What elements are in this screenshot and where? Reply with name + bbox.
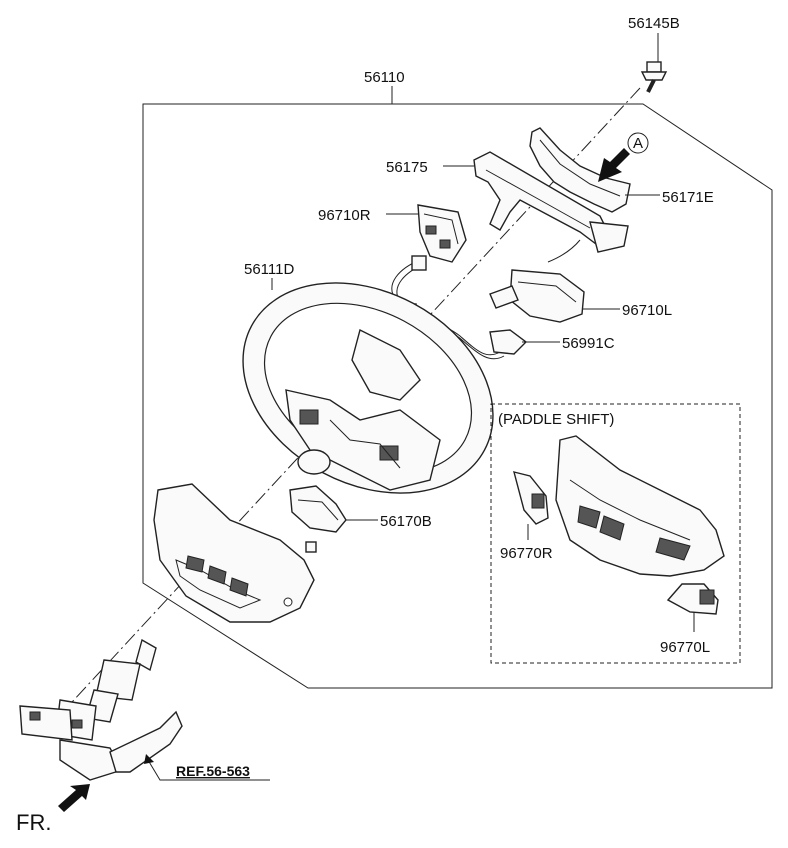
bracket-56170b <box>289 485 347 553</box>
label-56145b: 56145B <box>628 15 680 32</box>
assembly-frame <box>142 103 773 689</box>
ref-arrow-icon <box>144 754 154 764</box>
label-56171e: 56171E <box>662 189 714 206</box>
label-56111d: 56111D <box>244 261 294 278</box>
label-56991c: 56991C <box>562 335 615 352</box>
switch-96710l <box>489 269 585 323</box>
label-56175: 56175 <box>386 159 428 176</box>
steering-wheel-56111d <box>242 282 494 494</box>
bracket-56175 <box>473 151 629 253</box>
steering-column <box>19 638 183 781</box>
paddle-96770r <box>513 471 549 525</box>
label-96770r: 96770R <box>500 545 553 562</box>
cover-56171e <box>529 127 631 213</box>
label-96710l: 96710L <box>622 302 672 319</box>
paddle-shift-cover <box>555 435 725 577</box>
label-96770l: 96770L <box>660 639 710 656</box>
paddle-shift-title: (PADDLE SHIFT) <box>498 411 614 428</box>
switch-96710r <box>417 204 467 263</box>
callout-a-letter: A <box>633 135 643 152</box>
connector-56991c <box>489 329 528 355</box>
paddle-shift-box <box>490 403 741 664</box>
bolt-56145b <box>640 61 668 93</box>
front-arrow-icon <box>58 784 90 812</box>
rear-cover <box>153 483 315 623</box>
reference-label: REF.56-563 <box>176 763 250 779</box>
leader-ref <box>147 759 270 781</box>
label-56110: 56110 <box>364 69 405 86</box>
label-56170b: 56170B <box>380 513 432 530</box>
paddle-96770l <box>666 583 719 615</box>
callout-a <box>598 132 649 182</box>
label-96710r: 96710R <box>318 207 371 224</box>
direction-label: FR. <box>16 810 51 835</box>
